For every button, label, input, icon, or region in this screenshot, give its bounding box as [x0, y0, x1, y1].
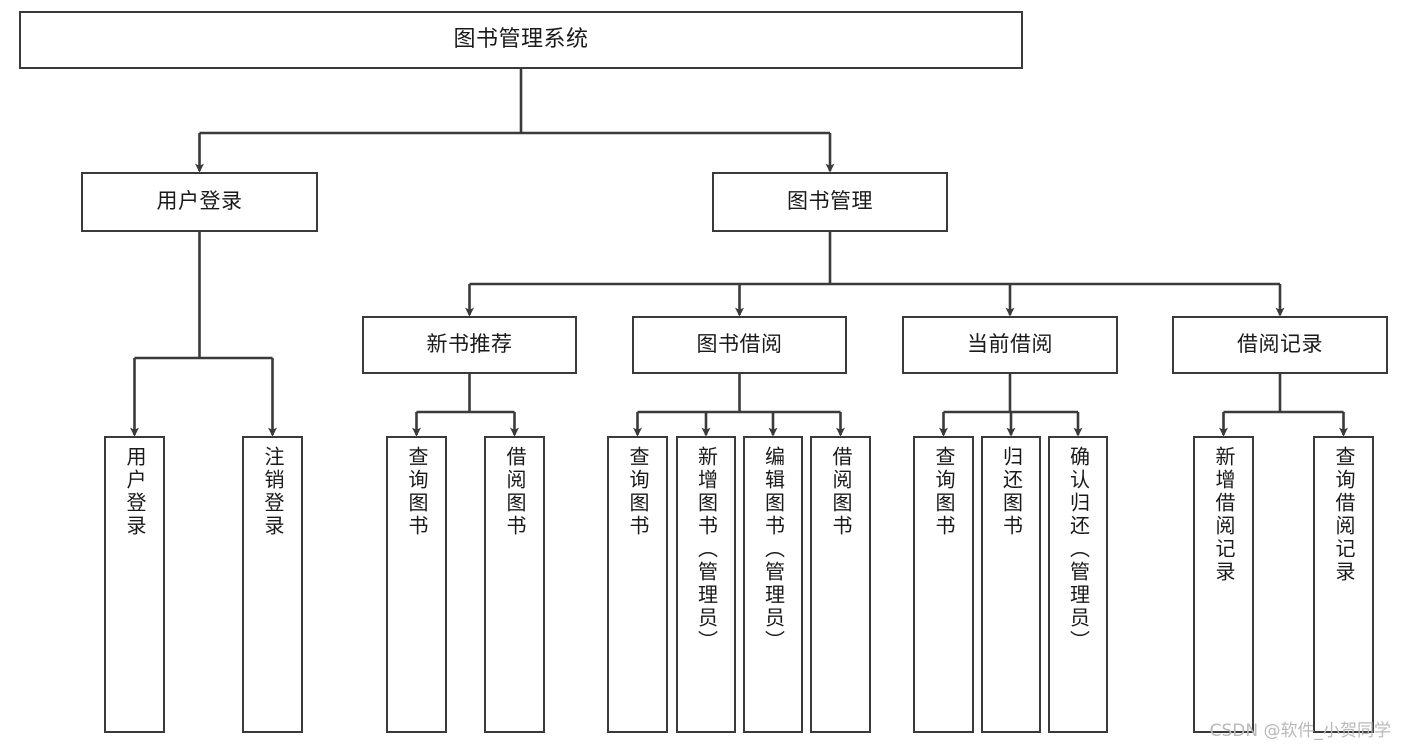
node-label-root: 图书管理系统: [453, 26, 589, 52]
csdn-watermark: CSDN @软件_小贺同学: [1209, 721, 1391, 741]
node-label-book_manage: 图书管理: [787, 189, 873, 214]
node-label-leaf_bb_edit: 编辑图书（管理员）: [761, 446, 786, 653]
node-user_login: 用户登录: [81, 172, 318, 232]
node-leaf_user_login: 用户登录: [104, 436, 165, 733]
node-label-leaf_bb_borrow: 借阅图书: [829, 446, 853, 538]
node-label-user_login: 用户登录: [156, 189, 243, 214]
node-label-leaf_user_login: 用户登录: [123, 446, 147, 538]
node-leaf_bb_borrow: 借阅图书: [810, 436, 871, 733]
node-label-borrow_record: 借阅记录: [1237, 332, 1323, 357]
node-borrow_record: 借阅记录: [1172, 316, 1388, 374]
node-label-leaf_cb_query: 查询图书: [932, 446, 956, 538]
node-label-leaf_user_logout: 注销登录: [261, 446, 285, 538]
node-leaf_nb_borrow: 借阅图书: [484, 436, 545, 733]
node-leaf_bb_add: 新增图书（管理员）: [676, 436, 736, 733]
node-label-leaf_bb_add: 新增图书（管理员）: [694, 446, 719, 653]
node-root: 图书管理系统: [19, 11, 1023, 69]
node-leaf_bb_query: 查询图书: [607, 436, 668, 733]
node-label-leaf_cb_confirm: 确认归还（管理员）: [1066, 446, 1091, 653]
node-label-cur_borrow: 当前借阅: [967, 332, 1053, 357]
node-book_manage: 图书管理: [712, 172, 948, 232]
node-label-leaf_nb_borrow: 借阅图书: [503, 446, 527, 538]
node-label-leaf_br_query: 查询借阅记录: [1332, 446, 1356, 584]
node-leaf_user_logout: 注销登录: [242, 436, 303, 733]
node-label-leaf_bb_query: 查询图书: [626, 446, 650, 538]
node-leaf_cb_confirm: 确认归还（管理员）: [1048, 436, 1108, 733]
node-label-new_book_rec: 新书推荐: [426, 332, 513, 357]
node-leaf_br_add: 新增借阅记录: [1193, 436, 1254, 733]
node-book_borrow: 图书借阅: [632, 316, 847, 374]
node-label-leaf_nb_query: 查询图书: [405, 446, 429, 538]
node-label-leaf_cb_return: 归还图书: [999, 446, 1024, 538]
node-label-book_borrow: 图书借阅: [696, 332, 783, 357]
node-leaf_cb_query: 查询图书: [913, 436, 974, 733]
node-new_book_rec: 新书推荐: [362, 316, 577, 374]
node-label-leaf_br_add: 新增借阅记录: [1212, 446, 1236, 584]
node-leaf_bb_edit: 编辑图书（管理员）: [743, 436, 803, 733]
node-leaf_cb_return: 归还图书: [981, 436, 1041, 733]
node-leaf_br_query: 查询借阅记录: [1313, 436, 1374, 733]
node-leaf_nb_query: 查询图书: [386, 436, 447, 733]
node-cur_borrow: 当前借阅: [902, 316, 1118, 374]
